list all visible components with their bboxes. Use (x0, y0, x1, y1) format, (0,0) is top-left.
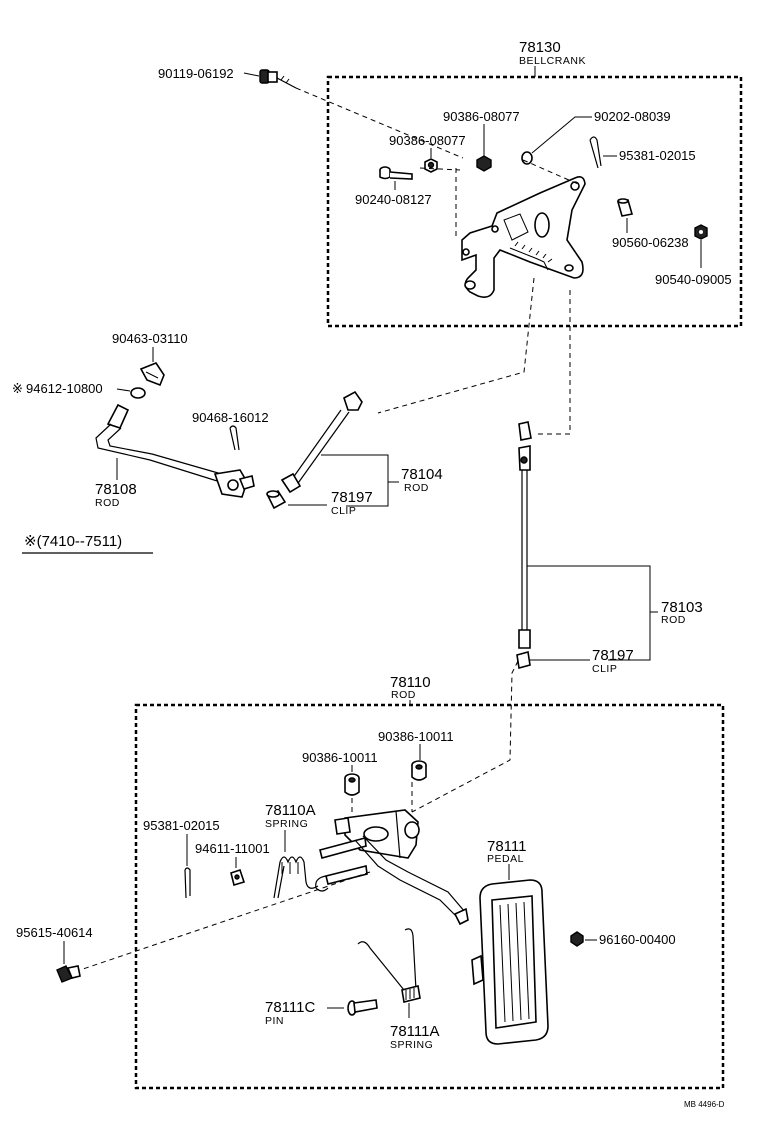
rod-78108-group: 90463-03110 ※ 94612-10800 90468-16012 78… (12, 331, 443, 554)
rod-78110-box (134, 703, 725, 1090)
label-90386-08077-a: 90386-08077 (443, 109, 520, 124)
spring-78110a-name: SPRING (265, 818, 308, 830)
label-90119-06192: 90119-06192 (158, 66, 234, 81)
clip-2-name: CLIP (592, 663, 617, 675)
bellcrank-name: BELLCRANK (519, 55, 586, 67)
bushing-90386-b (411, 760, 427, 781)
nut-90386-b (424, 158, 438, 173)
label-94611-11001: 94611-11001 (195, 841, 270, 856)
clip-1-number: 78197 (331, 489, 373, 506)
pin-78111c-number: 78111C (265, 999, 315, 1016)
cotter-pin-95381-a (589, 136, 602, 169)
rod-78108-name: ROD (95, 497, 120, 509)
bellcrank-group: 78130 BELLCRANK 90119-06192 90386-08077 … (158, 39, 743, 328)
label-94612-mark: ※ (12, 381, 23, 396)
bracket-90463 (139, 362, 165, 387)
label-95615-40614: 95615-40614 (16, 925, 93, 940)
cotter-pin-95381-b (184, 867, 191, 899)
nut-96160 (570, 931, 584, 947)
bolt-90119 (259, 69, 297, 89)
rod-78110 (315, 809, 469, 926)
label-94612-10800: 94612-10800 (26, 381, 103, 396)
label-95381-02015-b: 95381-02015 (143, 818, 220, 833)
label-90386-08077-b: 90386-08077 (389, 133, 466, 148)
footer-code: MB 4496-D (684, 1100, 725, 1109)
bellcrank-number: 78130 (519, 39, 561, 56)
bellcrank-body (461, 176, 586, 298)
rod-78103 (518, 421, 532, 649)
clip-78197-a (266, 489, 287, 510)
rod-78103-number: 78103 (661, 599, 703, 616)
spring-78110a-number: 78110A (265, 802, 316, 819)
label-90202-08039: 90202-08039 (594, 109, 671, 124)
rod-78103-name: ROD (661, 614, 686, 626)
label-90468-16012: 90468-16012 (192, 410, 269, 425)
pedal-number: 78111 (487, 838, 527, 855)
spring-78111a-number: 78111A (390, 1023, 440, 1040)
rod-78110-group: 78110 ROD 90386-10011 90386-10011 78110A… (16, 674, 725, 1090)
label-96160-00400: 96160-00400 (599, 932, 676, 947)
bolt-95615 (56, 965, 81, 983)
nut-90540 (694, 224, 708, 240)
clip-2-number: 78197 (592, 647, 634, 664)
washer-94611 (230, 868, 246, 887)
pin-78111c-name: PIN (265, 1015, 284, 1027)
spring-78111a (357, 928, 421, 1003)
cotter-pin-90468 (229, 425, 240, 451)
label-90240-08127: 90240-08127 (355, 192, 432, 207)
rod-78104-number: 78104 (401, 466, 443, 483)
label-90540-09005: 90540-09005 (655, 272, 732, 287)
rod-78110-name: ROD (391, 689, 416, 701)
clip-78197-b (516, 650, 531, 670)
spring-78110a (273, 856, 319, 899)
rod-78103-group: 78103 ROD 78197 CLIP (411, 421, 703, 813)
label-90386-10011-b: 90386-10011 (378, 729, 454, 744)
spring-78111a-name: SPRING (390, 1039, 433, 1051)
rod-78110-number: 78110 (390, 674, 431, 691)
rod-78104 (280, 390, 363, 494)
label-90560-06238: 90560-06238 (612, 235, 689, 250)
collar-90560 (616, 198, 634, 217)
pin-90240 (379, 166, 413, 180)
pin-78111c (347, 999, 378, 1016)
nut-90386-a (476, 155, 492, 172)
pedal-78111 (471, 879, 549, 1045)
rod-78104-name: ROD (404, 482, 429, 494)
washer-94612 (130, 387, 146, 399)
rod-78108-number: 78108 (95, 481, 137, 498)
label-95381-02015-a: 95381-02015 (619, 148, 696, 163)
label-90463-03110: 90463-03110 (112, 331, 188, 346)
rod-78108 (95, 403, 255, 498)
clip-1-name: CLIP (331, 505, 356, 517)
pedal-name: PEDAL (487, 853, 524, 865)
bushing-90386-a (344, 773, 360, 796)
note-serial-range: ※(7410--7511) (24, 533, 122, 550)
label-90386-10011-a: 90386-10011 (302, 750, 378, 765)
